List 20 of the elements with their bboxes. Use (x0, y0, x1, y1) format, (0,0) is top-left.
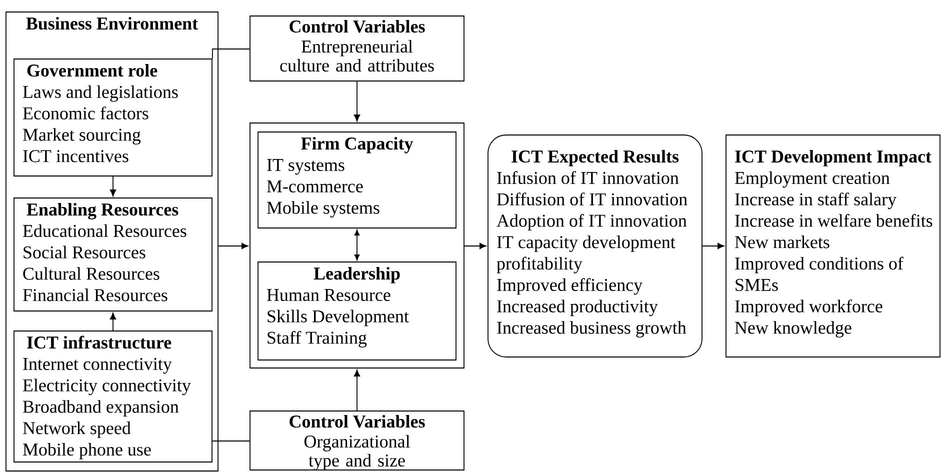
factor-box: Leadership Human Resource Skills Development Staff Training (258, 262, 456, 360)
arrow (354, 230, 360, 260)
arrow (354, 370, 360, 411)
factor-box: ICT infrastructure Internet connectivity Electricity connectivity Broadband expansion Network speed Mobile phone use (14, 330, 212, 462)
connector-line (212, 48, 250, 59)
arrow (702, 242, 724, 250)
container-box (250, 122, 464, 368)
arrow (464, 242, 486, 250)
arrow (218, 242, 248, 250)
factor-box: Enabling Resources Educational Resources Social Resources Cultural Resources Financial Resources (14, 198, 212, 312)
connector-line (212, 440, 250, 442)
arrow (110, 312, 116, 331)
arrow (110, 176, 116, 196)
arrow (354, 81, 360, 122)
impact-box: ICT Development Impact Employment creation Increase in staff salary Increase in welfare benefits New markets Improved conditions of SMEs Improved workforce New knowledge (726, 134, 940, 358)
factor-box: Government role Laws and legislations Economic factors Market sourcing ICT incentives (14, 58, 212, 176)
variable-box: Control Variables Entrepreneurial culture and attributes (250, 16, 464, 82)
variable-box: Control Variables Organizational type and size (250, 410, 464, 470)
results-box: ICT Expected Results Infusion of IT innovation Diffusion of IT innovation Adoption of IT innovation IT capacity development profitability Improved efficiency Increased productivity Increased business growth (488, 134, 702, 358)
factor-box: Firm Capacity IT systems M-commerce Mobile systems (258, 132, 456, 228)
